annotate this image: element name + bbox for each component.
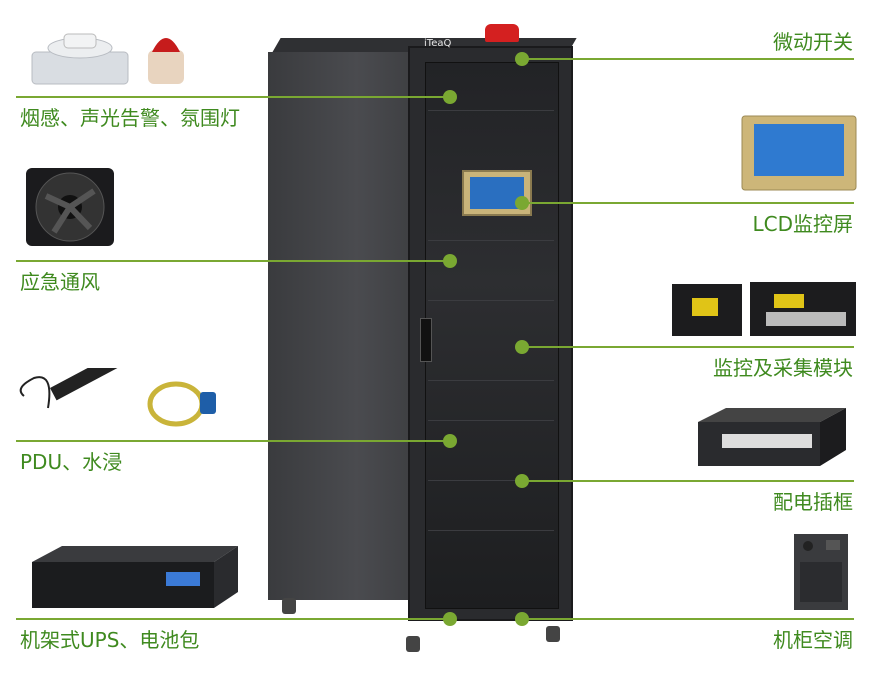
label-power-frame: 配电插框 — [773, 490, 853, 514]
fan-image — [24, 166, 116, 248]
brand-logo: iTeaQ — [424, 38, 452, 49]
callout-line — [16, 618, 450, 620]
water-sensor-image — [140, 370, 230, 432]
callout-line — [522, 202, 854, 204]
callout-dot — [515, 196, 529, 210]
label-ventilation: 应急通风 — [20, 270, 100, 294]
aircon-image — [792, 532, 850, 612]
rack-line — [428, 420, 554, 421]
callout-dot — [443, 434, 457, 448]
label-lcd: LCD监控屏 — [752, 212, 853, 236]
callout-dot — [515, 340, 529, 354]
callout-line — [16, 96, 450, 98]
cabinet-wheel — [282, 598, 296, 614]
cabinet-wheel — [406, 636, 420, 652]
callout-line — [16, 260, 450, 262]
callout-dot — [443, 254, 457, 268]
alarm-beacon — [485, 24, 519, 42]
power-frame-image — [692, 404, 850, 470]
rack-line — [428, 380, 554, 381]
callout-line — [522, 58, 854, 60]
label-smoke-alarm: 烟感、声光告警、氛围灯 — [20, 106, 240, 130]
label-aircon: 机柜空调 — [773, 628, 853, 652]
smoke-detector-image — [28, 30, 132, 86]
pdu-image — [14, 349, 129, 430]
rack-line — [428, 240, 554, 241]
label-pdu: PDU、水浸 — [20, 450, 123, 474]
label-microswitch: 微动开关 — [773, 30, 853, 54]
cabinet-side — [268, 52, 416, 600]
door-handle — [420, 318, 432, 362]
ups-image — [24, 540, 244, 612]
callout-dot — [443, 90, 457, 104]
label-monitor-module: 监控及采集模块 — [713, 356, 853, 380]
rack-line — [428, 530, 554, 531]
callout-dot — [515, 474, 529, 488]
callout-line — [522, 480, 854, 482]
rack-line — [428, 480, 554, 481]
cabinet-wheel — [546, 626, 560, 642]
callout-line — [522, 618, 854, 620]
callout-line — [16, 440, 450, 442]
callout-dot — [515, 612, 529, 626]
label-ups: 机架式UPS、电池包 — [20, 628, 200, 652]
cabinet-glass-door — [425, 62, 559, 609]
callout-line — [522, 346, 854, 348]
lcd-screen-image — [740, 114, 858, 192]
alarm-light-image — [146, 24, 186, 86]
callout-dot — [443, 612, 457, 626]
rack-line — [428, 300, 554, 301]
callout-dot — [515, 52, 529, 66]
rack-line — [428, 110, 554, 111]
monitor-module-image — [670, 280, 858, 338]
